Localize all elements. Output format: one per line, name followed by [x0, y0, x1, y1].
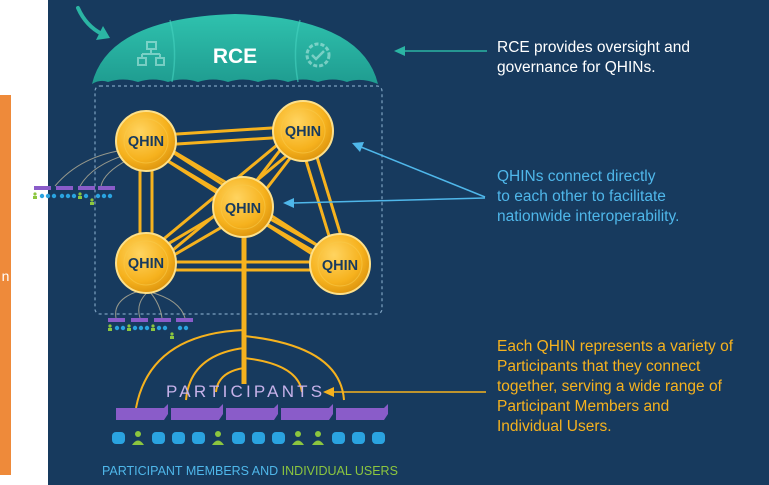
qhin-node-top-right: QHIN [272, 100, 334, 162]
check-badge-icon [305, 42, 331, 68]
rce-label: RCE [213, 45, 257, 68]
qhin-pointer-lines [283, 142, 486, 208]
qhin-node-bottom-right: QHIN [309, 233, 371, 295]
participants-label: PARTICIPANTS [166, 382, 326, 401]
users-label-part: INDIVIDUAL USERS [281, 464, 398, 478]
qhin-label: QHIN [225, 201, 261, 217]
qhin-label: QHIN [128, 134, 164, 150]
qhin-label: QHIN [322, 258, 358, 274]
members-label-part: PARTICIPANT MEMBERS AND [102, 464, 282, 478]
qhin-node-top-left: QHIN [115, 110, 177, 172]
curved-arrow-icon [76, 6, 104, 36]
mini-participant-group-bottom [108, 287, 193, 339]
rce-caption: RCE provides oversight and governance fo… [497, 39, 690, 76]
qhin-label: QHIN [128, 256, 164, 272]
hierarchy-icon [137, 41, 165, 66]
participant-fan-arcs [135, 329, 345, 409]
participants-pointer [323, 387, 486, 397]
participant-bars [116, 404, 388, 420]
members-users-row [112, 431, 385, 445]
orange-side-strip [0, 95, 11, 475]
members-users-label: PARTICIPANT MEMBERS AND INDIVIDUAL USERS [102, 464, 398, 478]
qhin-label: QHIN [285, 124, 321, 140]
rce-dome [92, 14, 378, 84]
arrow-head-icon [96, 26, 110, 40]
rce-pointer [394, 46, 487, 56]
participants-caption: Each QHIN represents a variety of Partic… [497, 338, 734, 435]
qhin-node-bottom-left: QHIN [115, 232, 177, 294]
qhin-node-center: QHIN [212, 176, 274, 238]
qhin-network-boundary [94, 85, 383, 315]
qhin-caption: QHINs connect directly to each other to … [497, 168, 680, 225]
orange-strip-char: n [1, 268, 10, 284]
mini-participant-group-top [33, 147, 146, 205]
